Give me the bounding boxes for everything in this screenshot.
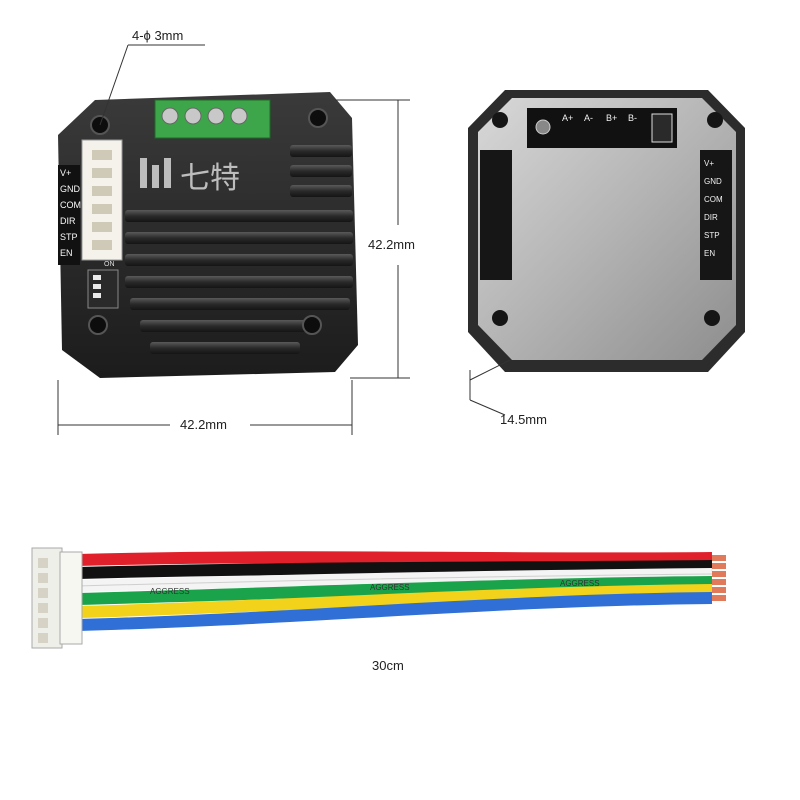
cable-length-label: 30cm [372, 658, 404, 673]
back-side-labels: V+ GND COM DIR STP EN [704, 159, 723, 258]
cable-wire [77, 560, 713, 579]
back-terminal-labels: A+ A- B+ B- [562, 113, 637, 123]
cable-print: AGGRESS AGGRESS AGGRESS [150, 579, 600, 596]
front-pin-label: COM [60, 200, 81, 210]
cable-connector-latch [59, 551, 83, 645]
signal-cable: AGGRESS AGGRESS AGGRESS [31, 547, 726, 649]
wire-copper-tip [712, 579, 726, 585]
cable-wire [77, 584, 713, 618]
brand-logo: 七特 [140, 158, 240, 195]
depth-dimension-label: 14.5mm [500, 412, 547, 427]
wire-copper-tip [712, 595, 726, 601]
dip-label: ON [104, 261, 115, 268]
back-driver-module: A+ A- B+ B- V+ GND COM DIR STP EN [468, 90, 745, 372]
cable-wire [77, 551, 713, 566]
width-dimension-label: 42.2mm [180, 417, 227, 432]
terminal-label: A- [584, 113, 593, 123]
terminal-label: B+ [606, 113, 617, 123]
wire-copper-tip [712, 563, 726, 569]
side-label: V+ [704, 159, 714, 168]
cable-wires [77, 551, 726, 631]
hole-dimension-label: 4-ϕ 3mm [132, 28, 184, 43]
logo-text: 七特 [180, 162, 240, 195]
front-pin-labels: V+ GND COM DIR STP EN [60, 168, 81, 258]
front-pin-label: STP [60, 232, 78, 242]
cable-print-text: AGGRESS [560, 579, 600, 588]
side-label: DIR [704, 213, 718, 222]
wire-copper-tip [712, 571, 726, 577]
dip-switch [87, 269, 119, 309]
back-logo-icon [651, 113, 673, 143]
side-label: GND [704, 177, 722, 186]
terminal-label: B- [628, 113, 637, 123]
front-pin-label: GND [60, 184, 81, 194]
logo-mark [140, 158, 147, 188]
wire-copper-tip [712, 587, 726, 593]
side-label: COM [704, 195, 723, 204]
height-dimension-label: 42.2mm [368, 237, 415, 252]
heatsink-fins [125, 145, 353, 354]
terminal-label: A+ [562, 113, 573, 123]
front-pin-label: DIR [60, 216, 76, 226]
front-driver-module: ON V+ GND COM DIR STP EN 七特 [58, 92, 358, 378]
pin-label-strip [58, 165, 80, 265]
back-right-silkscreen [700, 150, 732, 280]
front-pin-label: EN [60, 248, 73, 258]
cable-print-text: AGGRESS [150, 587, 190, 596]
wire-copper-tip [712, 555, 726, 561]
side-label: STP [704, 231, 720, 240]
front-pin-label: V+ [60, 168, 71, 178]
terminal-screws [161, 107, 248, 125]
cable-wire-outline [77, 573, 713, 587]
cable-wire [77, 576, 713, 605]
side-label: EN [704, 249, 715, 258]
back-left-silkscreen [480, 150, 512, 280]
back-plate [478, 98, 736, 360]
cable-wire [77, 592, 713, 631]
cable-print-text: AGGRESS [370, 583, 410, 592]
dimension-lines [57, 44, 511, 435]
